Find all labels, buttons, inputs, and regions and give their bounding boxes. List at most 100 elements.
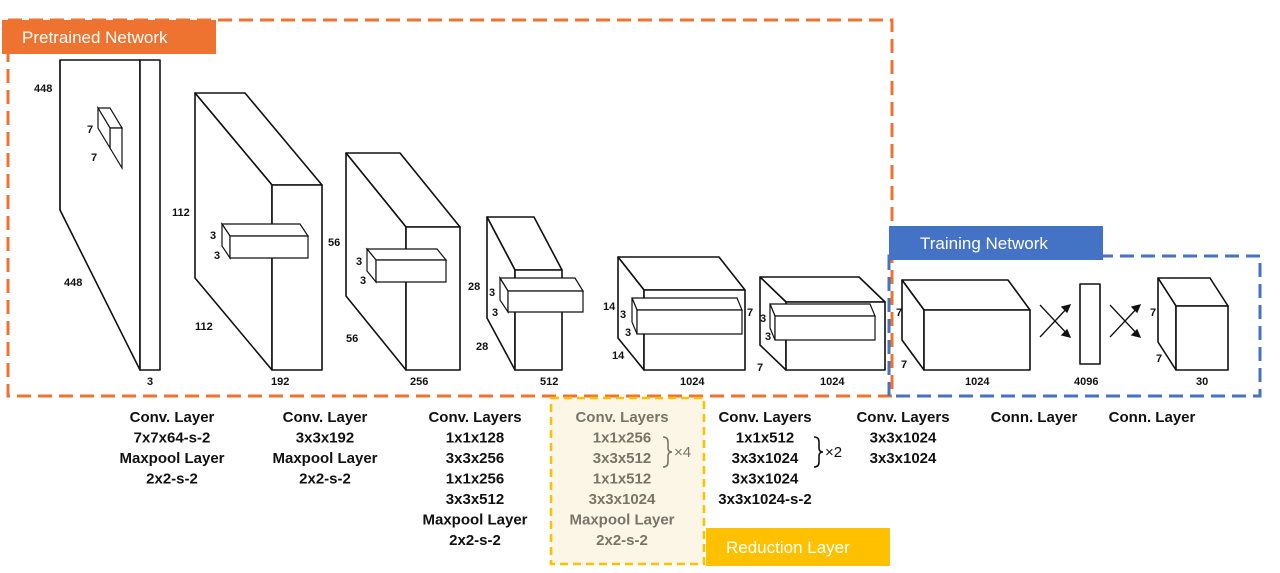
block-2-height-label: 56 [328,237,340,249]
output-channel-label: 30 [1196,376,1208,388]
fully-connected-4096-label: 4096 [1074,376,1098,388]
caption-line: 2x2-s-2 [449,532,501,549]
block-1-channel-label: 192 [271,376,289,388]
caption-line: 3x3x1024-s-2 [718,491,811,508]
training-block-channel-label: 1024 [965,376,990,388]
training-block-height-label: 7 [896,307,902,319]
input-height-label: 448 [34,83,52,95]
output-tensor-block [1157,277,1229,371]
caption-line: Conn. Layer [1109,409,1196,426]
caption-line: 7x7x64-s-2 [134,430,211,447]
block-2-kernel-label-2: 3 [360,275,366,287]
block-1-height-label: 112 [172,207,190,219]
block-4-kernel-label-1: 3 [620,309,626,321]
block-4-kernel-label-2: 3 [625,327,631,339]
block-3-width-label: 28 [476,341,488,353]
repeat-multiplier-2: ×2 [825,444,842,461]
full-connection-arrows-1 [1039,304,1072,338]
caption-line: 3x3x1024 [870,450,937,467]
caption-line: Conv. Layer [130,409,215,426]
block-3-kernel-box [498,275,585,314]
caption-line: 2x2-s-2 [596,532,648,549]
caption-layer-7: Conn. Layer [991,409,1078,426]
caption-line: 1x1x512 [593,471,651,488]
block-5-height-label: 7 [747,307,753,319]
caption-line: 2x2-s-2 [299,471,351,488]
caption-line: 3x3x192 [296,430,354,447]
caption-line: 1x1x128 [446,430,504,447]
block-5-width-label: 7 [757,362,763,374]
reduction-layer-label: Reduction Layer [726,538,850,557]
caption-line: Conn. Layer [991,409,1078,426]
block-3-height-label: 28 [468,281,480,293]
block-3-kernel-label-1: 3 [489,287,495,299]
caption-line: Maxpool Layer [422,512,527,529]
training-network-frame [887,254,1262,398]
reduction-layer-frame [549,396,706,566]
input-image-block [59,59,161,371]
repeat-brace-4 [662,436,673,468]
block-3-channel-label: 512 [540,376,558,388]
caption-layer-8: Conn. Layer [1109,409,1196,426]
block-4-height-label: 14 [603,301,616,313]
input-kernel-label-1: 7 [87,124,93,136]
repeat-brace-2 [813,436,824,468]
caption-line: Conv. Layers [718,409,811,426]
caption-line: Conv. Layers [575,409,668,426]
block-3-kernel-label-2: 3 [492,307,498,319]
caption-line: Conv. Layers [856,409,949,426]
block-5-channel-label: 1024 [820,376,845,388]
caption-line: 1x1x256 [446,471,504,488]
caption-line: 3x3x512 [593,450,651,467]
block-2-kernel-label-1: 3 [356,256,362,268]
output-width-label: 7 [1156,353,1162,365]
caption-line: 3x3x1024 [732,450,799,467]
pretrained-network-frame [6,18,894,398]
caption-line: 3x3x1024 [589,491,656,508]
block-4-kernel-box [631,297,743,335]
caption-line: Maxpool Layer [569,512,674,529]
caption-line: 3x3x1024 [870,430,937,447]
caption-line: 2x2-s-2 [146,471,198,488]
training-feature-block [901,279,1031,371]
block-2-kernel-box [365,247,448,284]
block-1-kernel-label-1: 3 [210,230,216,242]
block-5-kernel-label-2: 3 [765,331,771,343]
block-5-kernel-label-1: 3 [760,313,766,325]
block-1-width-label: 112 [195,321,213,333]
pretrained-network-tag [2,20,216,54]
block-4-width-label: 14 [612,350,625,362]
block-4-channel-label: 1024 [680,376,705,388]
full-connection-arrows-2 [1109,304,1142,338]
training-network-tag [889,226,1103,260]
input-kernel-label-2: 7 [91,152,97,164]
caption-line: Maxpool Layer [272,450,377,467]
block-1-kernel-label-2: 3 [214,250,220,262]
output-height-label: 7 [1150,307,1156,319]
caption-line: Conv. Layers [428,409,521,426]
pretrained-network-label: Pretrained Network [22,28,168,47]
input-channel-label: 3 [147,376,153,388]
caption-line: Maxpool Layer [119,450,224,467]
block-1-kernel-box [220,222,310,260]
repeat-multiplier-4: ×4 [674,444,691,461]
caption-line: 1x1x512 [736,430,794,447]
input-kernel-box [96,105,124,171]
block-2-channel-label: 256 [410,376,428,388]
input-width-label: 448 [64,277,82,289]
caption-layer-6: Conv. Layers 3x3x1024 3x3x1024 [856,409,949,467]
fully-connected-4096-bar [1079,283,1101,365]
caption-line: Conv. Layer [283,409,368,426]
block-5-kernel-box [769,303,876,341]
caption-line: 3x3x256 [446,450,504,467]
block-2-width-label: 56 [346,333,358,345]
reduction-layer-tag [706,528,890,566]
training-block-width-label: 7 [901,359,907,371]
